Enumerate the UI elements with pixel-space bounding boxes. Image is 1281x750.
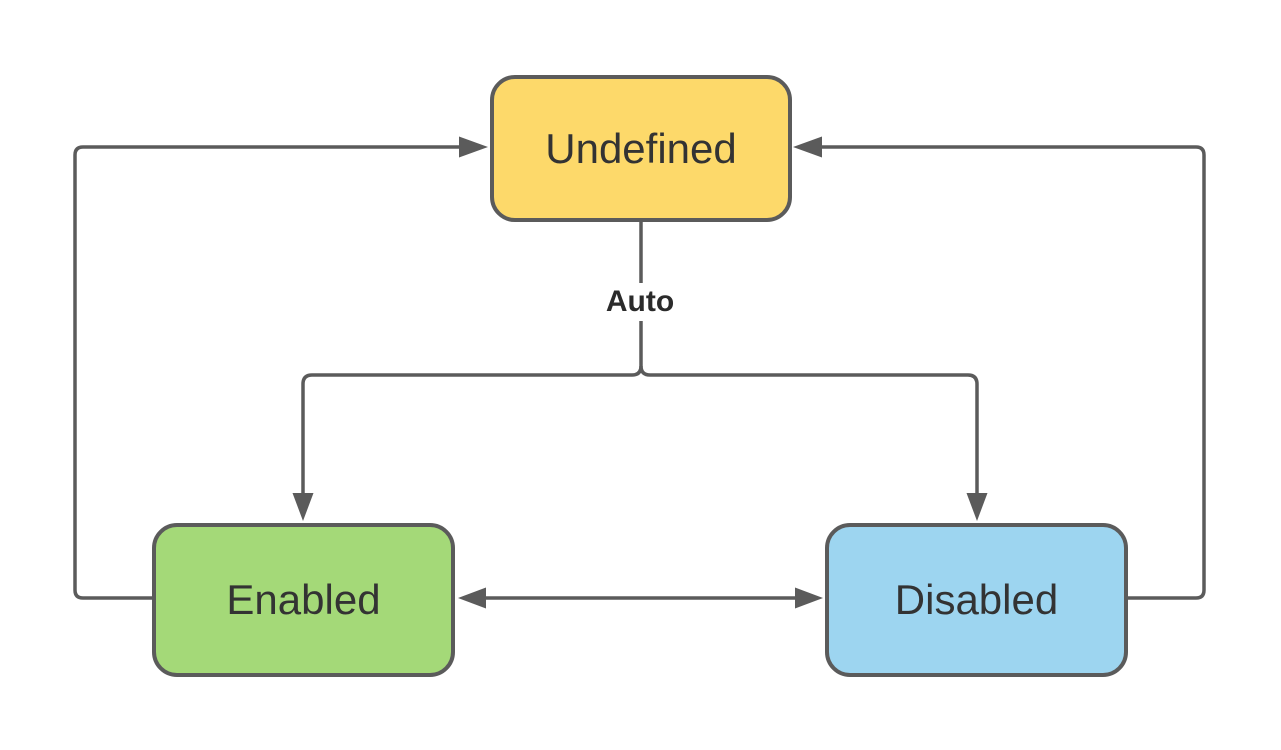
arrowhead-into-disabled-top [966,493,988,521]
state-node-enabled[interactable]: Enabled [152,523,455,677]
edge-segment-left-loop[interactable] [73,145,459,600]
arrowhead-into-undefined-right [793,136,822,158]
edge-enabled-to-undefined[interactable] [73,136,488,600]
state-label-disabled: Disabled [894,576,1059,623]
state-node-undefined[interactable]: Undefined [490,75,792,222]
edge-label-auto[interactable]: Auto [596,283,684,321]
edge-segment-auto-right[interactable] [639,365,979,494]
arrowhead-into-undefined-left [459,136,488,158]
edge-enabled-disabled-bidirectional[interactable] [458,587,823,609]
edge-undefined-to-enabled-disabled[interactable] [292,222,988,521]
state-label-undefined: Undefined [545,124,737,172]
state-node-disabled[interactable]: Disabled [825,523,1128,677]
edge-segment-auto-left[interactable] [301,222,643,494]
edge-segment-right-loop[interactable] [822,145,1206,600]
state-label-enabled: Enabled [226,576,381,623]
arrowhead-into-disabled-left [795,587,823,609]
arrowhead-into-enabled-right [458,587,486,609]
arrowhead-into-enabled-top [292,493,314,521]
edge-disabled-to-undefined[interactable] [793,136,1206,600]
